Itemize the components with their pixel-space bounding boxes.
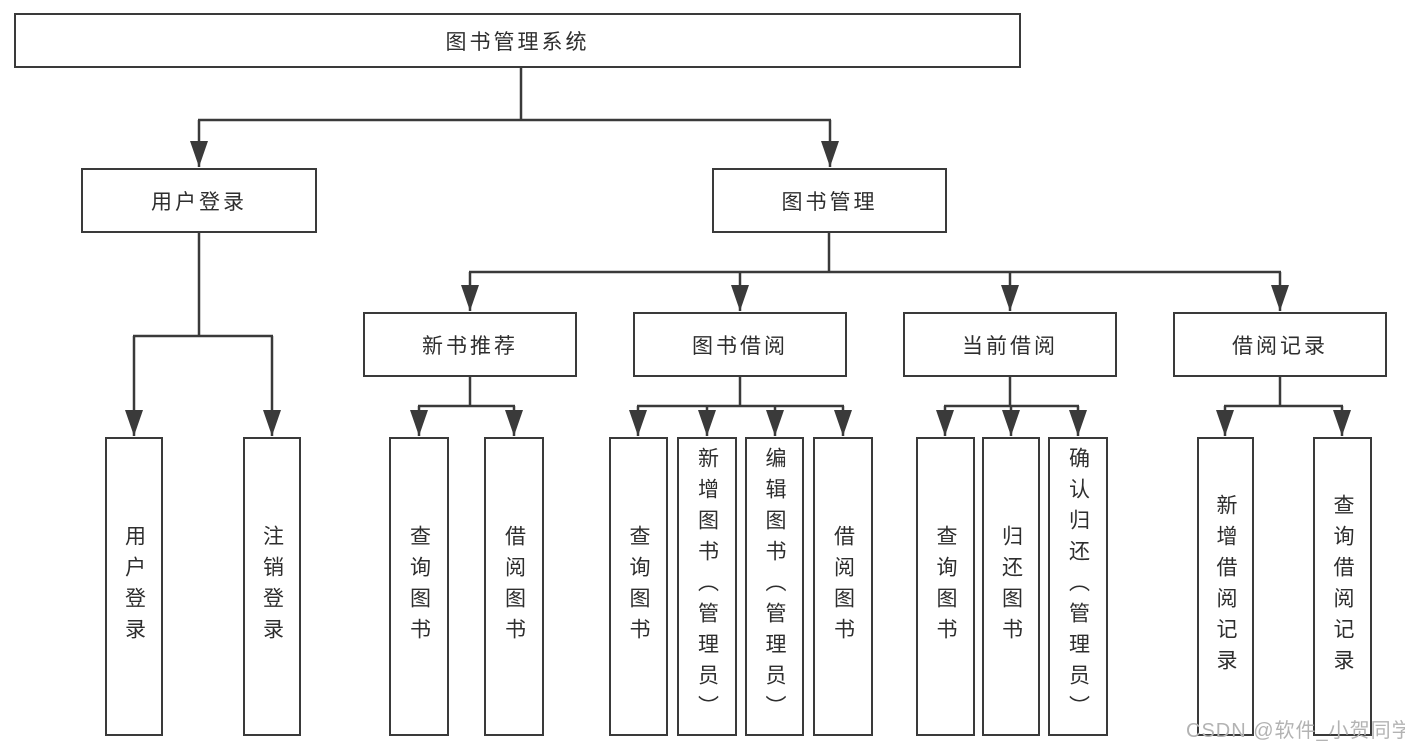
leaf-query-books: 查询图书 — [609, 437, 668, 736]
node-current-borrowing: 当前借阅 — [903, 312, 1117, 377]
leaf-borrow-books: 借阅图书 — [484, 437, 544, 736]
leaf-query-books: 查询图书 — [389, 437, 449, 736]
leaf-label: 查询图书 — [627, 524, 650, 649]
leaf-label: 查询图书 — [407, 524, 431, 649]
leaf-edit-books-admin: 编辑图书（管理员） — [745, 437, 804, 736]
node-label: 新书推荐 — [422, 334, 518, 358]
node-borrowing-records: 借阅记录 — [1173, 312, 1387, 377]
node-book-borrowing: 图书借阅 — [633, 312, 847, 377]
leaf-logout: 注销登录 — [243, 437, 301, 736]
node-label: 借阅记录 — [1232, 334, 1328, 358]
leaf-label: 借阅图书 — [831, 524, 855, 649]
node-label: 用户登录 — [151, 190, 247, 214]
leaf-label: 借阅图书 — [502, 524, 526, 649]
node-label: 当前借阅 — [962, 334, 1058, 358]
leaf-label: 归还图书 — [999, 524, 1023, 649]
node-root-library-system: 图书管理系统 — [14, 13, 1021, 68]
leaf-borrow-books: 借阅图书 — [813, 437, 873, 736]
leaf-add-books-admin: 新增图书（管理员） — [677, 437, 737, 736]
leaf-label: 新增借阅记录 — [1214, 493, 1237, 680]
node-user-login: 用户登录 — [81, 168, 317, 233]
leaf-label: 查询图书 — [934, 524, 957, 649]
node-label: 图书借阅 — [692, 334, 788, 358]
leaf-query-books: 查询图书 — [916, 437, 975, 736]
leaf-label: 确认归还（管理员） — [1066, 447, 1090, 726]
leaf-user-login: 用户登录 — [105, 437, 163, 736]
csdn-watermark: CSDN @软件_小贺同学 — [1186, 720, 1405, 742]
leaf-return-books: 归还图书 — [982, 437, 1040, 736]
leaf-label: 用户登录 — [122, 524, 146, 649]
leaf-query-borrow-record: 查询借阅记录 — [1313, 437, 1372, 736]
leaf-confirm-return-admin: 确认归还（管理员） — [1048, 437, 1108, 736]
node-label: 图书管理系统 — [445, 30, 590, 54]
node-label: 图书管理 — [781, 190, 878, 214]
leaf-label: 新增图书（管理员） — [695, 447, 719, 726]
node-new-book-recommend: 新书推荐 — [363, 312, 577, 377]
leaf-label: 编辑图书（管理员） — [763, 447, 786, 726]
leaf-label: 查询借阅记录 — [1331, 493, 1354, 680]
node-book-management: 图书管理 — [712, 168, 947, 233]
leaf-add-borrow-record: 新增借阅记录 — [1197, 437, 1254, 736]
leaf-label: 注销登录 — [260, 524, 284, 649]
